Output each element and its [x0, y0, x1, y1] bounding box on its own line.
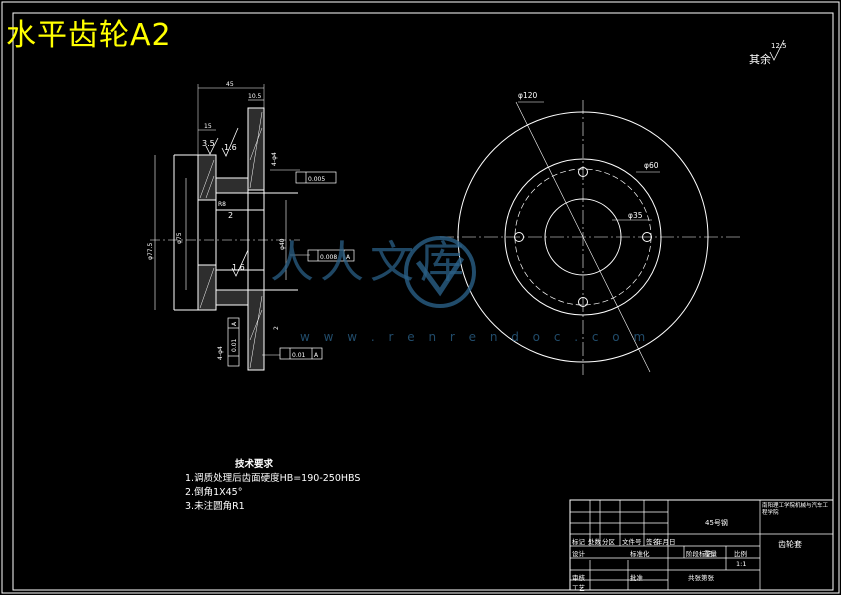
dim-d75: φ75 [176, 232, 183, 244]
dim-hub-width: 10.5 [248, 93, 262, 100]
dim-tol3: 0.01 [231, 338, 238, 352]
dim-ra1: 1.6 [224, 143, 237, 152]
dim-cham1: 4-φ4 [271, 152, 278, 166]
dim-cham2: 4-φ4 [217, 346, 224, 360]
dim-bore: φ40 [279, 238, 286, 250]
tb-mark: 标记 [572, 538, 585, 546]
roughness-mark [769, 39, 785, 61]
watermark-logo [404, 236, 476, 308]
tb-stage: 阶段标记 [686, 550, 712, 558]
dim-tol1-ref: A [346, 254, 351, 261]
drawing-title: 水平齿轮A2 [6, 18, 172, 53]
tb-approve: 批准 [630, 574, 643, 582]
tb-scale-val: 1:1 [736, 560, 747, 568]
tech-requirement-3: 3.未注圆角R1 [185, 501, 245, 512]
tb-design: 设计 [572, 550, 585, 558]
tb-sheet: 共张第张 [688, 574, 714, 582]
dim-d60: φ60 [644, 161, 659, 170]
inner-border [12, 12, 834, 591]
tech-requirements-heading: 技术要求 [235, 459, 274, 470]
tech-requirement-2: 2.倒角1X45° [185, 487, 243, 498]
tb-doc-no: 文件号 [622, 538, 642, 546]
tb-std: 标准化 [630, 550, 650, 558]
tech-requirement-1: 1.调质处理后齿面硬度HB=190-250HBS [185, 473, 361, 484]
tb-date: 年月日 [656, 538, 676, 546]
tb-scale: 比例 [734, 550, 747, 558]
tb-part-name: 齿轮套 [778, 540, 802, 549]
section-dim-labels: 45 10.5 15 3.5 1.6 1.6 R8 2 0.005 0.008 … [147, 81, 351, 360]
tb-weight: 重量 [704, 550, 717, 558]
tb-count: 处数 [588, 538, 601, 546]
roughness-value: 12.5 [771, 42, 787, 50]
front-view [440, 100, 740, 375]
dim-tol2: 0.01 [292, 352, 306, 359]
dim-tol1: 0.008 [320, 254, 337, 261]
dim-tol2-ref: A [314, 352, 319, 359]
dim-runout: 0.005 [308, 176, 325, 183]
tech-requirements: 技术要求 1.调质处理后齿面硬度HB=190-250HBS 2.倒角1X45° … [185, 458, 360, 514]
title-block [569, 499, 834, 591]
dim-r8: R8 [218, 201, 226, 208]
tb-zone: 分区 [602, 538, 615, 546]
tb-sign: 签名 [646, 538, 659, 546]
dim-d120: φ120 [518, 91, 537, 100]
dim-tol3-ref: A [231, 321, 238, 326]
dim-width-total: 45 [226, 81, 234, 88]
dim-r2a: 2 [228, 211, 233, 220]
section-view [150, 84, 355, 371]
dim-r2b: 2 [273, 326, 280, 330]
roughness-label: 其余 [749, 53, 771, 66]
tb-material: 45号钢 [705, 519, 728, 527]
tb-review: 审核 [572, 574, 585, 582]
dim-od: φ77.5 [147, 243, 154, 261]
watermark-url: w w w . r e n r e n d o c . c o m [300, 330, 651, 344]
dim-ra2: 1.6 [232, 263, 245, 272]
dim-small-w: 15 [204, 123, 212, 130]
front-dim-labels: φ120 φ60 φ35 [518, 91, 659, 220]
dim-35: 3.5 [202, 139, 215, 148]
tb-process: 工艺 [572, 584, 585, 592]
watermark-logo-text: 人人文库 [270, 237, 470, 288]
tb-school: 南阳理工学院机械与汽车工程学院 [762, 503, 829, 516]
dim-d35: φ35 [628, 211, 643, 220]
